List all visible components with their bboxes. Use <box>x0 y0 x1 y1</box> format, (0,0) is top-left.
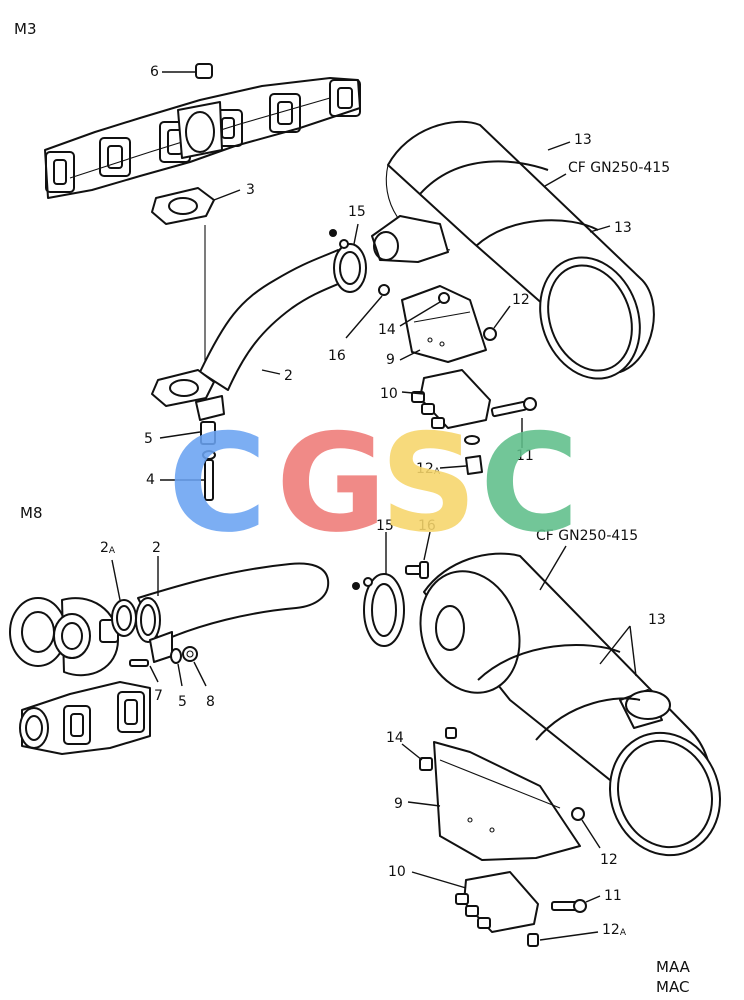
watermark-letter-2: G <box>276 405 387 562</box>
m3-gasket-3 <box>151 187 215 225</box>
m3-inlet-pipe <box>371 215 449 263</box>
callout-6: 6 <box>150 64 159 80</box>
m8-bolt-16 <box>405 561 429 579</box>
callout-11: 11 <box>516 448 534 464</box>
m8-gasket-2a <box>111 599 137 637</box>
m8-nut-12 <box>571 807 585 821</box>
m8-nut-12a <box>527 933 539 947</box>
m3-mount-10 <box>411 369 491 429</box>
m8-exhaust-pipe-2 <box>135 562 330 663</box>
callout-2: 2 <box>284 368 293 384</box>
callout-3: 3 <box>246 182 255 198</box>
callout-9: 9 <box>394 796 403 812</box>
reference-bottom: CF GN250-415 <box>536 528 638 544</box>
m3-clamp-15 <box>329 229 367 293</box>
callout-13-lower: 13 <box>614 220 632 236</box>
m8-turbocharger <box>9 597 119 677</box>
callout-13: 13 <box>648 612 666 628</box>
m3-plug-6 <box>195 63 213 79</box>
watermark: C G S C <box>168 405 579 562</box>
m3-callouts: 6 3 13 CF GN250-415 13 15 12 14 16 9 2 1… <box>144 64 670 488</box>
callout-11: 11 <box>604 888 622 904</box>
m3-nut-12 <box>483 327 497 341</box>
m3-washer <box>464 435 480 445</box>
m3-nut-14 <box>438 292 450 304</box>
callout-15: 15 <box>348 204 366 220</box>
callout-16: 16 <box>418 518 436 534</box>
callout-15: 15 <box>376 518 394 534</box>
m8-muffler <box>419 552 721 857</box>
callout-7: 7 <box>154 688 163 704</box>
m8-washer-5 <box>170 648 182 664</box>
m8-mount-10 <box>455 871 539 933</box>
m8-bracket-9 <box>433 741 581 861</box>
m8-nut-14 <box>419 727 457 771</box>
callout-14: 14 <box>378 322 396 338</box>
callout-14: 14 <box>386 730 404 746</box>
m3-bolt-4 <box>202 450 216 501</box>
callout-2a: 2A <box>100 540 116 556</box>
footer-code-2: MAC <box>656 978 689 996</box>
m3-exhaust-manifold <box>44 77 361 199</box>
callout-5: 5 <box>178 694 187 710</box>
m8-exhaust-manifold <box>19 681 151 755</box>
m8-nut-8 <box>182 646 198 662</box>
watermark-letter-4: C <box>480 405 579 562</box>
callout-8: 8 <box>206 694 215 710</box>
m3-nut-12a <box>465 455 483 475</box>
watermark-letter-3: S <box>380 405 477 562</box>
m3-muffler <box>385 120 655 380</box>
m3-bolt-11 <box>490 397 537 418</box>
callout-16: 16 <box>328 348 346 364</box>
callout-4: 4 <box>146 472 155 488</box>
m3-bolt-16 <box>378 284 390 296</box>
callout-2: 2 <box>152 540 161 556</box>
footer-code-1: MAA <box>656 958 691 976</box>
callout-12: 12 <box>600 852 618 868</box>
m8-bolt-11 <box>551 899 587 913</box>
section-label-m8: M8 <box>20 504 43 522</box>
m3-bracket-9 <box>401 285 487 363</box>
reference-top: CF GN250-415 <box>568 160 670 176</box>
callout-12a: 12A <box>602 922 627 938</box>
callout-13-upper: 13 <box>574 132 592 148</box>
m3-exhaust-pipe-2 <box>151 247 356 421</box>
callout-5: 5 <box>144 431 153 447</box>
m8-stud-7 <box>129 659 149 667</box>
callout-10: 10 <box>380 386 398 402</box>
callout-12a: 12A <box>416 461 441 477</box>
section-label-m3: M3 <box>14 20 37 38</box>
m8-clamp-15 <box>352 573 405 647</box>
callout-12: 12 <box>512 292 530 308</box>
callout-9: 9 <box>386 352 395 368</box>
callout-10: 10 <box>388 864 406 880</box>
m8-callouts: 2A 2 15 16 CF GN250-415 13 7 5 8 14 9 12… <box>100 518 666 941</box>
m3-sleeve-5 <box>200 421 216 445</box>
watermark-letter-1: C <box>168 405 267 562</box>
